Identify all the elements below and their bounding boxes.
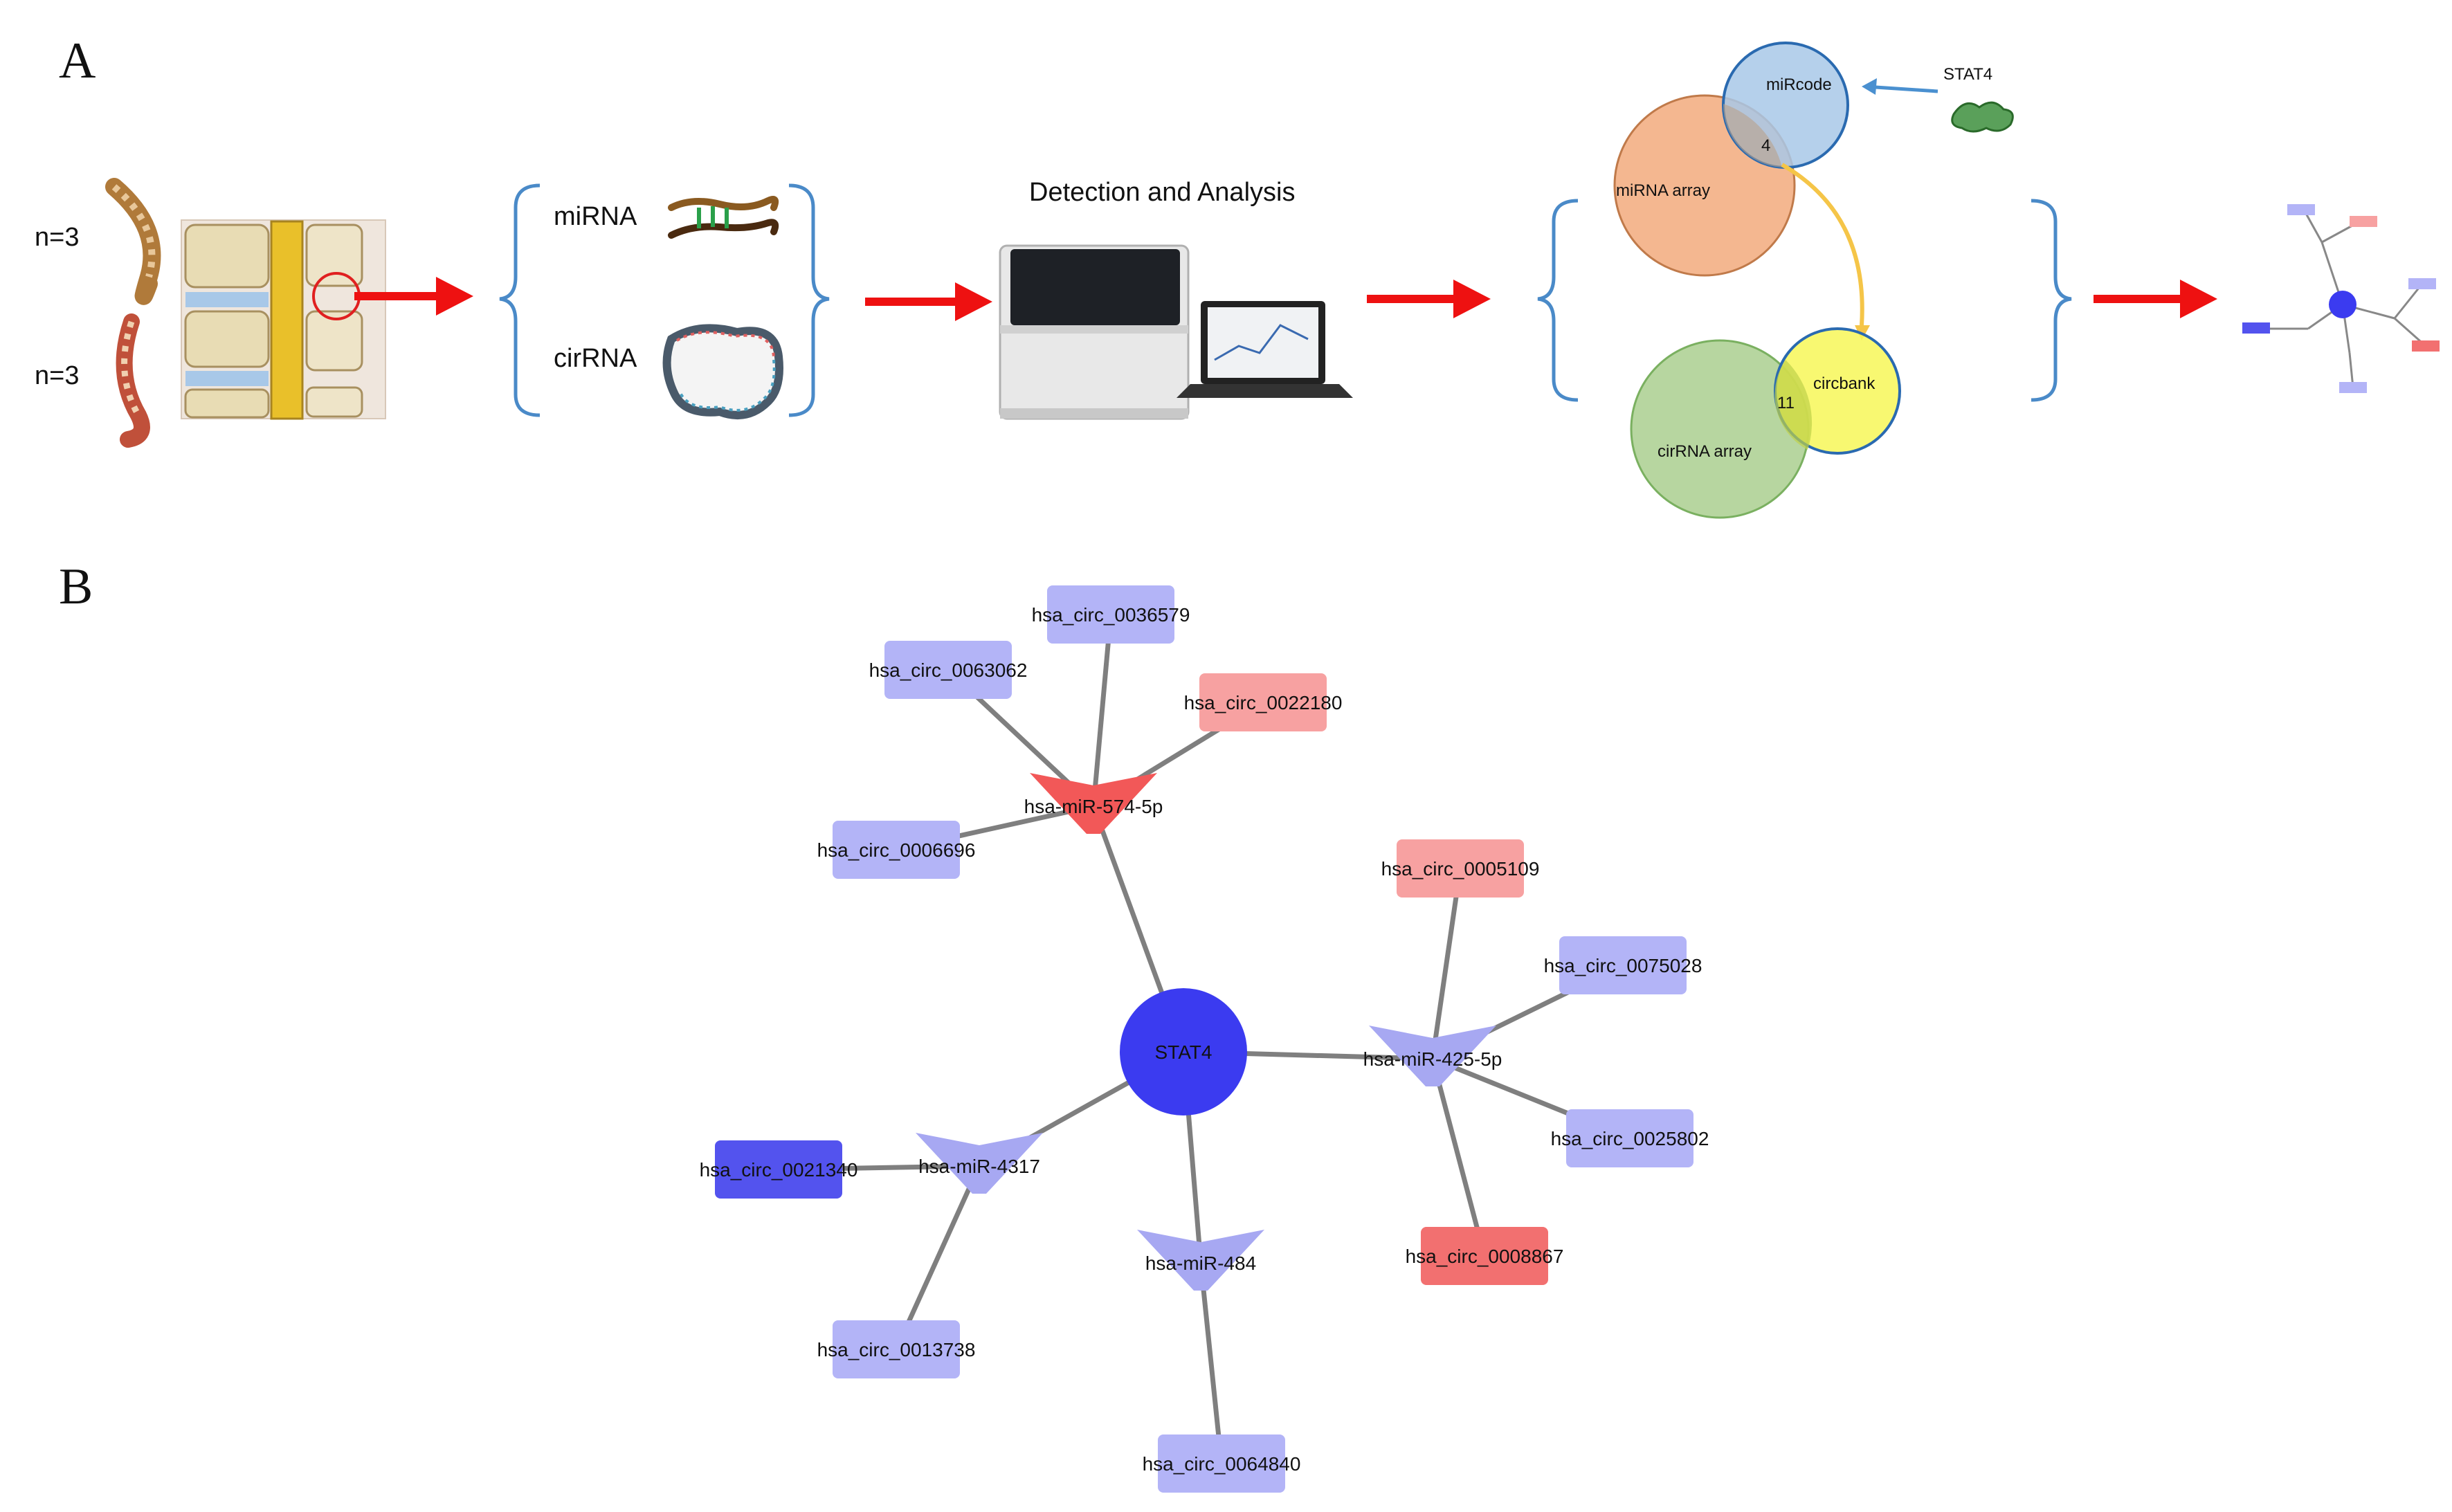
circrna-node-label: hsa_circ_0022180 (1184, 692, 1343, 713)
circrna-node-c36579[interactable] (1047, 585, 1174, 644)
venn-top: miRNA array miRcode 4 (1613, 42, 1849, 277)
circrna-node-c21340[interactable] (715, 1140, 842, 1199)
hub-node-stat4[interactable] (1120, 988, 1247, 1115)
group-2-n-label: n=3 (35, 361, 79, 390)
circrna-node-label: hsa_circ_0005109 (1381, 858, 1540, 880)
detection-analysis-title: Detection and Analysis (1029, 178, 1295, 207)
mirna-node-m4317[interactable] (916, 1133, 1043, 1194)
arrow-1 (354, 277, 473, 316)
circrna-node-label: hsa_circ_0013738 (817, 1339, 976, 1360)
venn-bottom-overlap-count: 11 (1777, 394, 1795, 412)
mirna-label: miRNA (554, 202, 637, 231)
cirrna-label: cirRNA (554, 344, 637, 373)
stat4-gene-label: STAT4 (1943, 65, 1992, 84)
network-thumbnail-icon (2242, 204, 2440, 393)
hub-node-label: STAT4 (1155, 1041, 1213, 1063)
circrna-node-c75028[interactable] (1559, 936, 1687, 994)
circrna-node-label: hsa_circ_0006696 (817, 839, 976, 861)
panel-b-letter: B (59, 558, 93, 615)
cirrna-array-label: cirRNA array (1658, 442, 1752, 461)
microarray-scanner-icon (999, 244, 1190, 420)
circrna-ring-icon (662, 324, 783, 419)
arrow-4 (2094, 280, 2217, 318)
panel-a-letter: A (59, 33, 96, 89)
circrna-node-label: hsa_circ_0021340 (700, 1159, 858, 1181)
circrna-node-label: hsa_circ_0025802 (1551, 1128, 1709, 1149)
circbank-label: circbank (1813, 374, 1876, 393)
spine-profile-icon (116, 313, 150, 448)
stat4-protein-icon (1951, 101, 2014, 133)
mirna-node-m484[interactable] (1137, 1230, 1264, 1291)
circrna-node-c05109[interactable] (1397, 839, 1524, 898)
mirna-node-m425[interactable] (1369, 1026, 1496, 1086)
network-nodes: STAT4 hsa-miR-574-5p hsa-miR-425-5p hsa-miR… (700, 585, 1709, 1493)
circrna-node-c06696[interactable] (833, 821, 960, 879)
edge-m425-c05109 (1430, 868, 1463, 1059)
mirna-node-label: hsa-miR-574-5p (1024, 796, 1163, 817)
edge-m4317-c13738 (893, 1165, 982, 1351)
mirna-node-m574[interactable] (1030, 773, 1157, 834)
group-1-n-label: n=3 (35, 223, 79, 252)
mircode-label: miRcode (1766, 75, 1832, 94)
venn-bottom: cirRNA array circbank 11 (1630, 327, 1901, 519)
laptop-icon (1177, 301, 1353, 398)
venn-braces (1537, 199, 2072, 402)
circrna-node-c22180[interactable] (1199, 673, 1327, 731)
circrna-node-label: hsa_circ_0063062 (869, 659, 1028, 681)
edge-m574-c36579 (1091, 614, 1114, 807)
mirna-hairpin-icon (668, 196, 779, 239)
edge-m484-c64840 (1198, 1262, 1224, 1464)
circrna-node-label: hsa_circ_0036579 (1032, 604, 1190, 626)
edge-m425-c08867 (1430, 1058, 1487, 1257)
circrna-node-label: hsa_circ_0008867 (1406, 1246, 1564, 1267)
gene-to-mircode-arrow (1862, 78, 1938, 95)
mirna-node-label: hsa-miR-425-5p (1363, 1048, 1502, 1070)
venn-top-overlap-count: 4 (1761, 136, 1770, 155)
circrna-node-c13738[interactable] (833, 1320, 960, 1378)
spine-profile-icon (105, 178, 161, 305)
circrna-node-c64840[interactable] (1158, 1434, 1285, 1493)
mirna-array-label: miRNA array (1616, 181, 1710, 200)
arrow-3 (1367, 280, 1491, 318)
spinal-section-illustration (181, 219, 386, 420)
circrna-node-label: hsa_circ_0075028 (1544, 955, 1702, 976)
circrna-node-c08867[interactable] (1421, 1227, 1548, 1285)
circrna-node-c25802[interactable] (1566, 1109, 1693, 1167)
mirna-node-label: hsa-miR-484 (1145, 1253, 1256, 1274)
rna-types-braces (499, 183, 830, 417)
spine-illustration-group: n=3 n=3 (35, 178, 386, 448)
mirna-node-label: hsa-miR-4317 (918, 1156, 1040, 1177)
arrow-2 (865, 282, 992, 321)
circrna-node-c63062[interactable] (884, 641, 1012, 699)
circrna-node-label: hsa_circ_0064840 (1143, 1453, 1301, 1475)
